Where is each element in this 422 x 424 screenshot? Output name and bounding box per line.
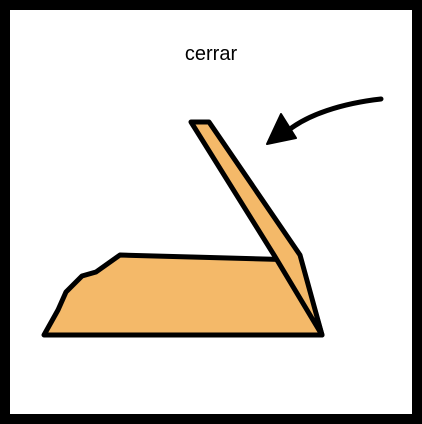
pictogram-label: cerrar bbox=[184, 43, 238, 65]
curved-arrow-icon bbox=[280, 96, 384, 138]
arrow-head bbox=[266, 113, 297, 145]
pictogram-illustration bbox=[41, 96, 384, 338]
lid-panel bbox=[188, 119, 325, 338]
